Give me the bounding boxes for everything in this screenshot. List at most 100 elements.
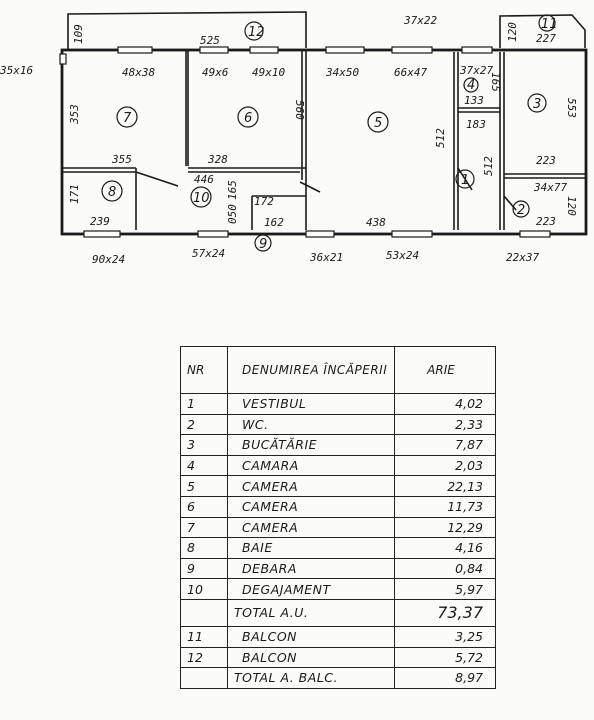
dim-36x21: 36x21: [309, 251, 343, 264]
row-nr: 6: [180, 495, 228, 518]
dim-223-a: 223: [536, 154, 556, 167]
plan-walls: [60, 11, 588, 236]
row-area: 4,16: [394, 537, 496, 559]
dim-560: 560: [293, 100, 306, 120]
row-nr: 7: [180, 516, 228, 539]
row-nr: 8: [180, 537, 228, 559]
row-area: 2,33: [394, 413, 496, 436]
room-label-1: 1: [461, 173, 469, 188]
room-label-2: 2: [517, 203, 525, 218]
dim-512-a: 512: [434, 128, 447, 148]
room-label-5: 5: [374, 116, 382, 131]
row-area: 3,25: [394, 625, 496, 648]
dim-050: 050: [226, 204, 239, 224]
dim-165-a: 165: [489, 72, 502, 92]
row-nr: 3: [180, 434, 228, 456]
row-area: 7,87: [394, 434, 496, 456]
dim-183: 183: [466, 118, 486, 131]
header-nr: NR: [180, 346, 228, 394]
dim-48x38: 48x38: [122, 66, 155, 79]
row-nr: 2: [180, 413, 228, 436]
row-name: VESTIBUL: [227, 393, 395, 415]
dim-133: 133: [464, 94, 484, 107]
row-name: BAIE: [227, 537, 395, 559]
row-name: BALCON: [227, 646, 395, 669]
dim-120-top: 120: [506, 22, 519, 42]
row-nr: 12: [180, 646, 228, 669]
row-area: 5,97: [394, 578, 496, 600]
dim-328: 328: [207, 153, 228, 166]
row-name: CAMERA: [227, 495, 395, 518]
dim-34x77: 34x77: [533, 181, 567, 194]
row-nr: 1: [180, 393, 228, 415]
dim-57x24: 57x24: [192, 247, 225, 260]
total-balc-value: 8,97: [394, 667, 496, 689]
room-label-6: 6: [244, 111, 252, 126]
total-au-value: 73,37: [394, 598, 496, 627]
dim-525: 525: [200, 34, 220, 47]
row-area: 12,29: [394, 516, 496, 539]
total-useful-area-row: TOTAL A.U.73,37: [180, 598, 496, 627]
dim-353: 353: [68, 104, 81, 125]
row-nr: 4: [180, 454, 228, 477]
dim-66x47: 66x47: [394, 66, 427, 79]
room-label-9: 9: [259, 237, 267, 252]
room-label-3: 3: [533, 97, 541, 112]
dim-90x24: 90x24: [92, 253, 125, 266]
row-nr-empty: [180, 598, 228, 627]
total-balcony-row: TOTAL A. BALC.8,97: [180, 667, 496, 689]
row-name: BALCON: [227, 625, 395, 648]
header-area: ARIE: [394, 346, 496, 394]
dim-239: 239: [90, 215, 110, 228]
dim-49x6: 49x6: [202, 66, 229, 79]
room-number-circles: [101, 14, 556, 252]
dim-512-b: 512: [482, 156, 495, 176]
dim-438: 438: [366, 216, 386, 229]
row-nr: 5: [180, 475, 228, 497]
row-area: 22,13: [394, 475, 496, 497]
row-nr-empty: [180, 667, 228, 689]
total-balc-label: TOTAL A. BALC.: [227, 667, 395, 689]
dim-165-b: 165: [226, 180, 239, 200]
dim-172: 172: [254, 195, 274, 208]
dim-37x22: 37x22: [403, 14, 437, 27]
dim-34x50: 34x50: [325, 66, 359, 79]
dim-355: 355: [111, 153, 132, 166]
room-label-4: 4: [467, 78, 475, 93]
plan-dimensions: 35x16 109 525 37x22 120 227 48x38 49x6 4…: [0, 14, 578, 266]
dim-120-right: 120: [565, 196, 578, 216]
room-label-12: 12: [248, 25, 265, 40]
row-name: WC.: [227, 413, 395, 436]
row-nr: 10: [180, 578, 228, 600]
row-name: CAMERA: [227, 516, 395, 539]
row-area: 11,73: [394, 495, 496, 518]
plan-windows: [59, 46, 551, 238]
room-label-11: 11: [541, 17, 558, 32]
row-nr: 9: [180, 557, 228, 580]
dim-171: 171: [68, 184, 81, 204]
row-name: CAMERA: [227, 475, 395, 497]
dim-22x37: 22x37: [506, 251, 539, 264]
dim-53x24: 53x24: [386, 249, 419, 262]
dim-162: 162: [264, 216, 284, 229]
row-name: DEBARA: [227, 557, 395, 580]
dim-223-b: 223: [536, 215, 556, 228]
dim-49x10: 49x10: [252, 66, 285, 79]
dim-553: 553: [565, 98, 578, 118]
room-label-10: 10: [193, 191, 210, 206]
dim-446: 446: [194, 173, 214, 186]
row-area: 2,03: [394, 454, 496, 477]
header-room-name: DENUMIREA ÎNCĂPERII: [227, 346, 395, 394]
dim-37x27: 37x27: [459, 64, 493, 77]
